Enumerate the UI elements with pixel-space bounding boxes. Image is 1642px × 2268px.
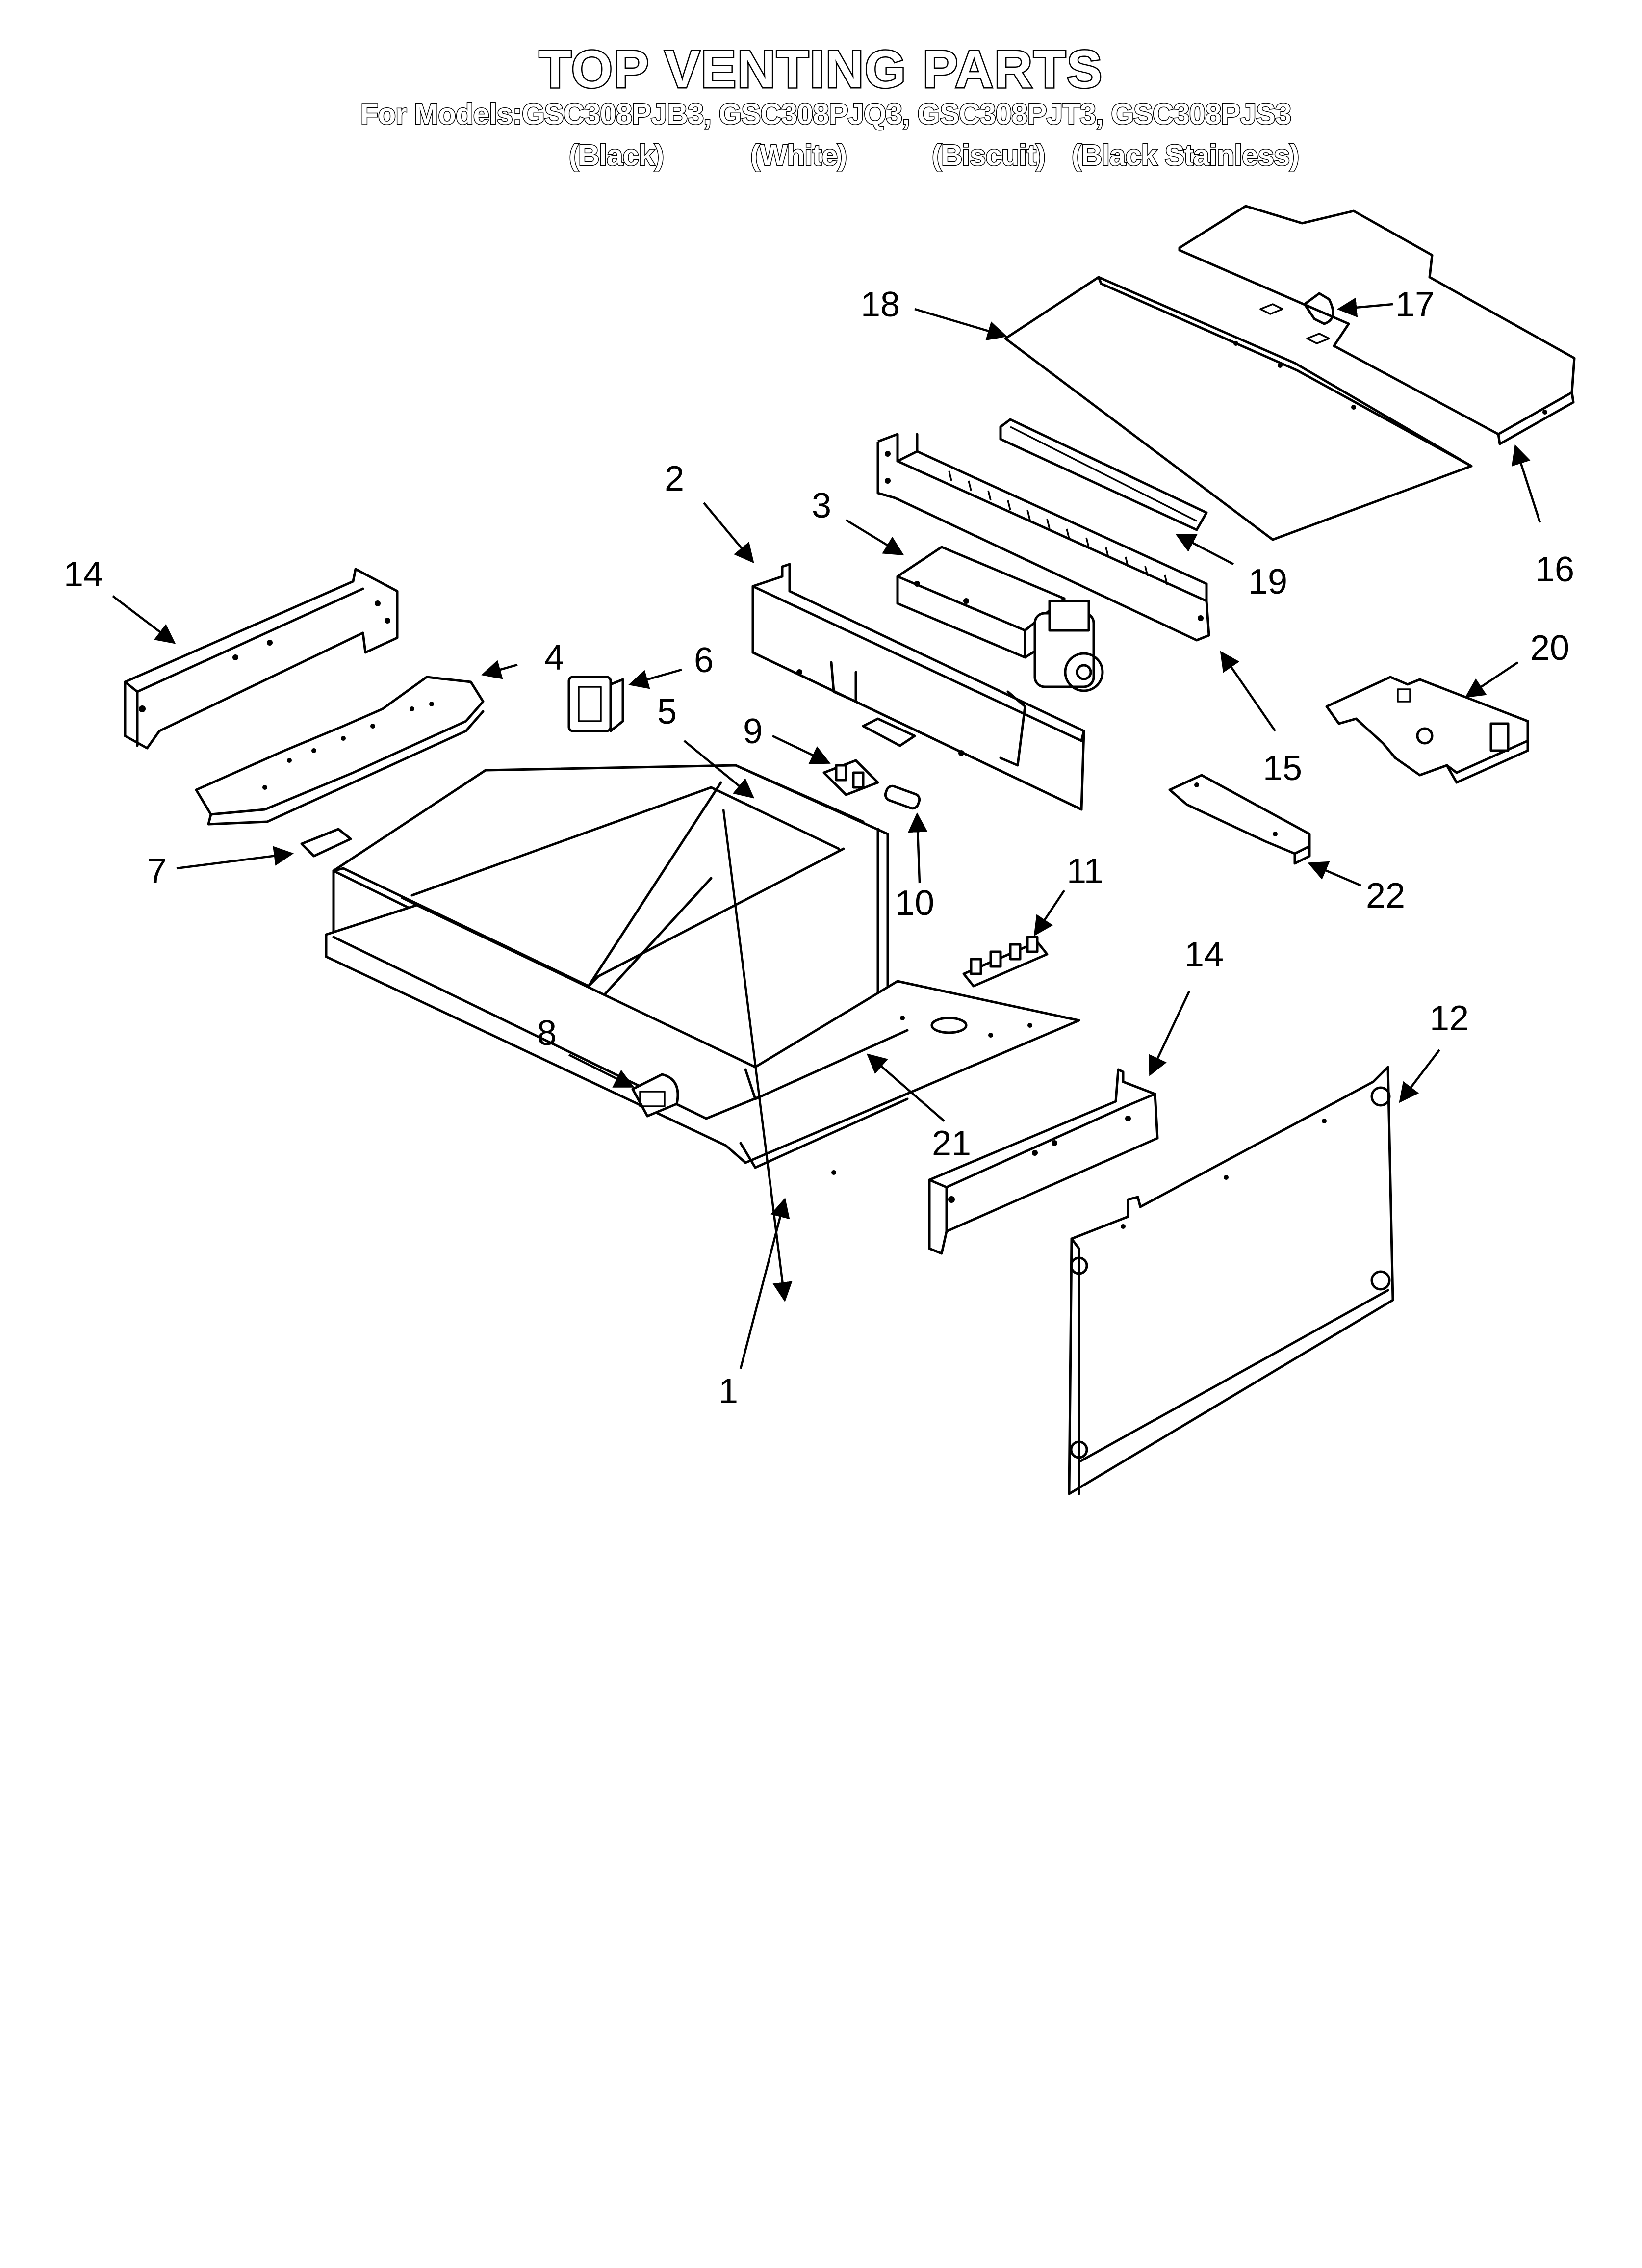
- leader-3: [845, 519, 904, 556]
- part-8-clip: [631, 1073, 679, 1118]
- callout-2: 2: [665, 459, 684, 498]
- callout-17: 17: [1395, 285, 1435, 324]
- callout-10: 10: [895, 884, 934, 923]
- callout-6: 6: [694, 641, 714, 680]
- leader-14a: [112, 595, 176, 644]
- callout-11: 11: [1067, 852, 1103, 891]
- leader-19: [1175, 534, 1234, 565]
- leader-9: [772, 734, 831, 764]
- part-14-right-bracket: [928, 1068, 1159, 1255]
- leader-16: [1511, 444, 1541, 523]
- callout-20: 20: [1530, 628, 1569, 668]
- variant-black: (Black): [568, 138, 665, 173]
- vent-slots: [948, 470, 1168, 585]
- leader-20: [1464, 661, 1519, 698]
- page-title: TOP VENTING PARTS: [538, 38, 1103, 100]
- part-17-clip: [1259, 292, 1334, 344]
- callout-18: 18: [861, 285, 900, 324]
- part-3-blower-motor: [896, 546, 1104, 692]
- leader-8: [568, 1053, 635, 1088]
- part-10-fuse: [884, 784, 921, 810]
- part-7-clip: [300, 828, 352, 858]
- callout-3: 3: [812, 486, 831, 525]
- variant-black-stainless: (Black Stainless): [1071, 138, 1300, 173]
- leader-4: [481, 660, 518, 679]
- leader-12: [1399, 1049, 1440, 1103]
- leader-11: [1033, 889, 1065, 937]
- part-18-cover-plate: [1004, 276, 1473, 541]
- part-1-base-tray: [325, 904, 1080, 1175]
- leader-6: [628, 668, 682, 689]
- leader-17: [1336, 297, 1393, 317]
- callout-5: 5: [657, 692, 677, 731]
- part-12-front-panel: [1068, 1066, 1394, 1495]
- callout-14b: 14: [1184, 935, 1224, 974]
- callout-8: 8: [537, 1014, 557, 1053]
- leader-22: [1308, 861, 1361, 887]
- callout-16: 16: [1535, 550, 1574, 589]
- part-4-mounting-plate: [195, 676, 485, 826]
- leader-14b: [1149, 991, 1191, 1076]
- part-19-gasket: [999, 418, 1208, 531]
- callout-4: 4: [544, 638, 564, 678]
- callout-14a: 14: [64, 555, 103, 594]
- leader-18: [914, 308, 1007, 341]
- leader-10: [908, 812, 928, 884]
- leader-15: [1220, 651, 1276, 732]
- callout-15: 15: [1263, 749, 1302, 788]
- part-20-bracket: [1325, 676, 1529, 784]
- callout-22: 22: [1366, 876, 1405, 915]
- part-14-left-bracket: [124, 568, 399, 750]
- callout-21: 21: [932, 1124, 971, 1163]
- part-9-bracket: [822, 759, 879, 796]
- variant-white: (White): [749, 138, 847, 173]
- callout-1: 1: [718, 1372, 738, 1411]
- callout-19: 19: [1248, 562, 1287, 601]
- leader-7: [176, 846, 294, 870]
- part-11-terminal-block: [962, 936, 1049, 988]
- part-6-switch: [567, 676, 624, 732]
- part-16-top-panel: [1178, 205, 1576, 445]
- leader-5: [683, 740, 755, 799]
- part-22-bracket: [1168, 774, 1311, 865]
- leader-21: [866, 1053, 945, 1122]
- part-15-vent-channel: [876, 433, 1210, 642]
- leader-2: [703, 502, 754, 564]
- part-2-front-vent-channel: [751, 563, 1085, 811]
- callout-9: 9: [743, 712, 763, 751]
- variant-biscuit: (Biscuit): [931, 138, 1047, 173]
- models-line: For Models:GSC308PJB3, GSC308PJQ3, GSC30…: [359, 97, 1292, 131]
- callout-12: 12: [1430, 999, 1469, 1038]
- callout-7: 7: [147, 852, 167, 891]
- leader-1: [739, 1198, 790, 1369]
